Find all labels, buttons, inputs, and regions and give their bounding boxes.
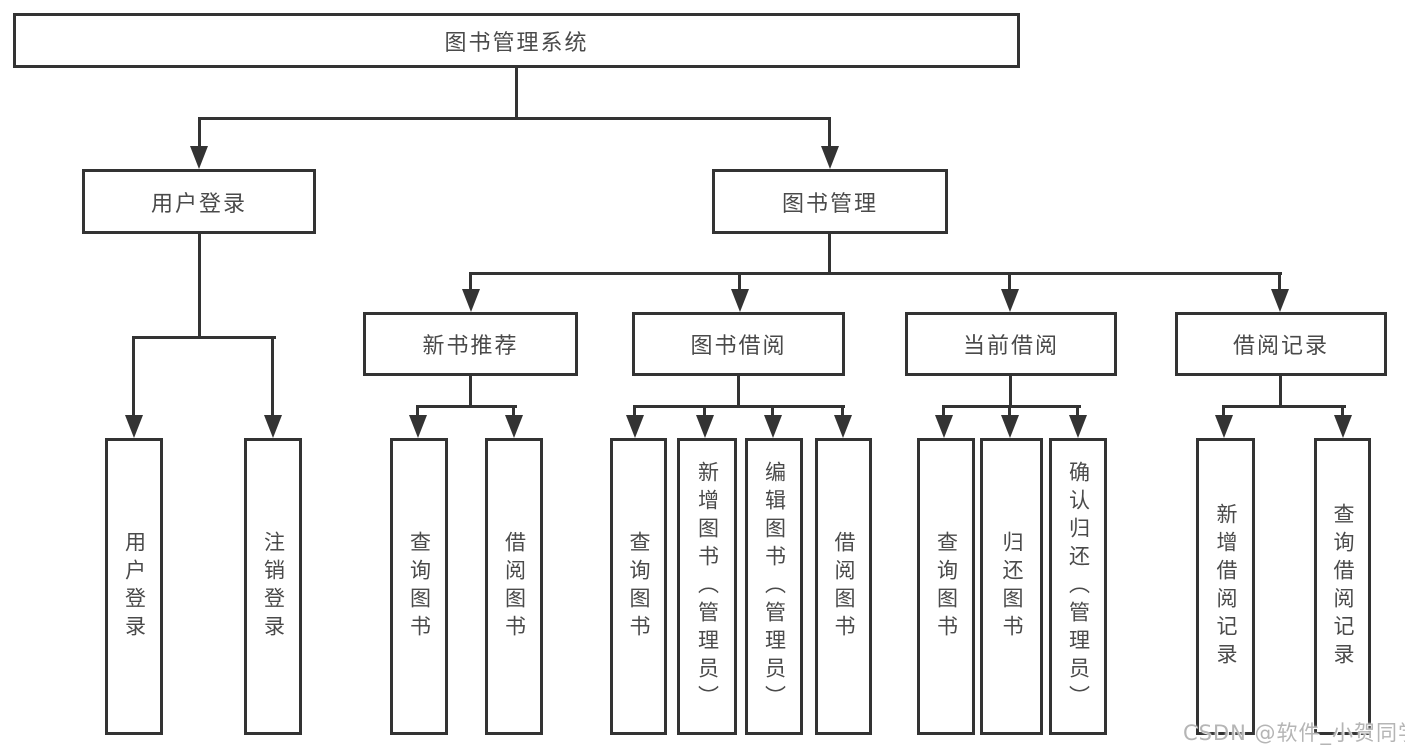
node-new-book-recommend-label: 新书推荐 xyxy=(422,334,519,359)
node-current-borrow-label: 当前借阅 xyxy=(962,334,1059,359)
connector-book-mgmt-stem xyxy=(828,234,831,275)
leaf-confirm-return-admin: 确认归还（管理员） xyxy=(1049,438,1107,735)
connector-current-borrow-drop xyxy=(1008,272,1011,290)
connector-borrow-book-2-drop xyxy=(841,405,844,417)
leaf-borrow-book-1: 借阅图书 xyxy=(485,438,543,735)
arrowhead-return-book xyxy=(1001,415,1019,438)
connector-current-borrow-stem xyxy=(1009,376,1012,408)
connector-query-record-drop xyxy=(1341,405,1344,417)
csdn-watermark: CSDN @软件_小贺同学 xyxy=(1183,721,1405,745)
leaf-return-book: 归还图书 xyxy=(980,438,1043,735)
connector-leaf-logout-drop xyxy=(271,336,274,417)
arrowhead-query-record xyxy=(1334,415,1352,438)
node-book-mgmt: 图书管理 xyxy=(712,169,948,234)
connector-query-book-3-drop xyxy=(942,405,945,417)
connector-new-book-stem xyxy=(469,376,472,408)
leaf-logout: 注销登录 xyxy=(244,438,302,735)
connector-book-borrow-drop xyxy=(738,272,741,290)
leaf-query-book-3-label: 查询图书 xyxy=(934,530,959,643)
arrowhead-query-book-2 xyxy=(626,415,644,438)
leaf-edit-book-admin: 编辑图书（管理员） xyxy=(745,438,803,735)
leaf-confirm-return-admin-label: 确认归还（管理员） xyxy=(1066,460,1091,713)
leaf-add-book-admin: 新增图书（管理员） xyxy=(677,438,737,735)
leaf-borrow-book-2-label: 借阅图书 xyxy=(832,530,856,643)
arrowhead-edit-book xyxy=(764,415,782,438)
connector-query-book-1-drop xyxy=(416,405,419,417)
connector-level2-hline xyxy=(469,272,1282,275)
arrowhead-current-borrow xyxy=(1001,289,1019,312)
connector-add-book-drop xyxy=(703,405,706,417)
arrowhead-leaf-user-login xyxy=(125,415,143,438)
connector-edit-book-drop xyxy=(771,405,774,417)
node-current-borrow: 当前借阅 xyxy=(905,312,1117,376)
connector-root-stem xyxy=(515,68,518,120)
leaf-return-book-label: 归还图书 xyxy=(1000,530,1024,643)
leaf-user-login: 用户登录 xyxy=(105,438,163,735)
node-book-mgmt-label: 图书管理 xyxy=(781,191,878,217)
arrowhead-leaf-logout xyxy=(264,415,282,438)
connector-add-record-drop xyxy=(1222,405,1225,417)
leaf-logout-label: 注销登录 xyxy=(261,530,286,643)
node-book-borrow-label: 图书借阅 xyxy=(690,334,787,359)
connector-confirm-return-drop xyxy=(1076,405,1079,417)
arrowhead-add-book xyxy=(696,415,714,438)
arrowhead-borrow-records xyxy=(1271,289,1289,312)
connector-new-book-hline xyxy=(416,405,517,408)
arrowhead-confirm-return xyxy=(1069,415,1087,438)
arrowhead-borrow-book-1 xyxy=(505,415,523,438)
arrowhead-user-login xyxy=(190,146,208,169)
leaf-query-borrow-record: 查询借阅记录 xyxy=(1314,438,1371,735)
node-borrow-records-label: 借阅记录 xyxy=(1232,334,1329,359)
leaf-borrow-book-1-label: 借阅图书 xyxy=(502,530,527,643)
leaf-query-book-1: 查询图书 xyxy=(390,438,448,735)
arrowhead-query-book-3 xyxy=(935,415,953,438)
node-book-borrow: 图书借阅 xyxy=(632,312,845,376)
node-root-label: 图书管理系统 xyxy=(444,30,589,56)
connector-user-login-stem xyxy=(198,234,201,339)
node-borrow-records: 借阅记录 xyxy=(1175,312,1387,376)
node-user-login: 用户登录 xyxy=(82,169,316,234)
connector-borrow-records-stem xyxy=(1279,376,1282,408)
leaf-query-book-2-label: 查询图书 xyxy=(627,530,651,643)
arrowhead-book-borrow xyxy=(731,289,749,312)
connector-new-book-drop xyxy=(469,272,472,290)
arrowhead-add-record xyxy=(1215,415,1233,438)
connector-user-login-drop xyxy=(198,117,201,149)
connector-leaf-user-login-drop xyxy=(132,336,135,417)
node-user-login-label: 用户登录 xyxy=(150,191,247,217)
leaf-query-book-3: 查询图书 xyxy=(917,438,975,735)
connector-book-borrow-stem xyxy=(737,376,740,408)
arrowhead-new-book xyxy=(462,289,480,312)
connector-query-book-2-drop xyxy=(633,405,636,417)
connector-borrow-records-hline xyxy=(1222,405,1346,408)
arrowhead-query-book-1 xyxy=(409,415,427,438)
connector-return-book-drop xyxy=(1008,405,1011,417)
connector-borrow-book-1-drop xyxy=(512,405,515,417)
connector-user-login-hline xyxy=(132,336,276,339)
connector-borrow-records-drop xyxy=(1278,272,1281,290)
leaf-add-borrow-record-label: 新增借阅记录 xyxy=(1214,502,1238,671)
leaf-borrow-book-2: 借阅图书 xyxy=(815,438,872,735)
leaf-edit-book-admin-label: 编辑图书（管理员） xyxy=(762,460,787,713)
leaf-add-borrow-record: 新增借阅记录 xyxy=(1196,438,1255,735)
leaf-query-book-2: 查询图书 xyxy=(610,438,667,735)
connector-level1-hline xyxy=(198,117,831,120)
arrowhead-book-mgmt xyxy=(821,146,839,169)
node-new-book-recommend: 新书推荐 xyxy=(363,312,578,376)
leaf-add-book-admin-label: 新增图书（管理员） xyxy=(695,460,720,713)
leaf-query-borrow-record-label: 查询借阅记录 xyxy=(1331,502,1355,671)
connector-current-borrow-hline xyxy=(942,405,1081,408)
node-root: 图书管理系统 xyxy=(13,13,1020,68)
arrowhead-borrow-book-2 xyxy=(834,415,852,438)
leaf-query-book-1-label: 查询图书 xyxy=(407,530,432,643)
connector-book-borrow-hline xyxy=(633,405,845,408)
leaf-user-login-label: 用户登录 xyxy=(122,530,147,643)
connector-book-mgmt-drop xyxy=(828,117,831,149)
